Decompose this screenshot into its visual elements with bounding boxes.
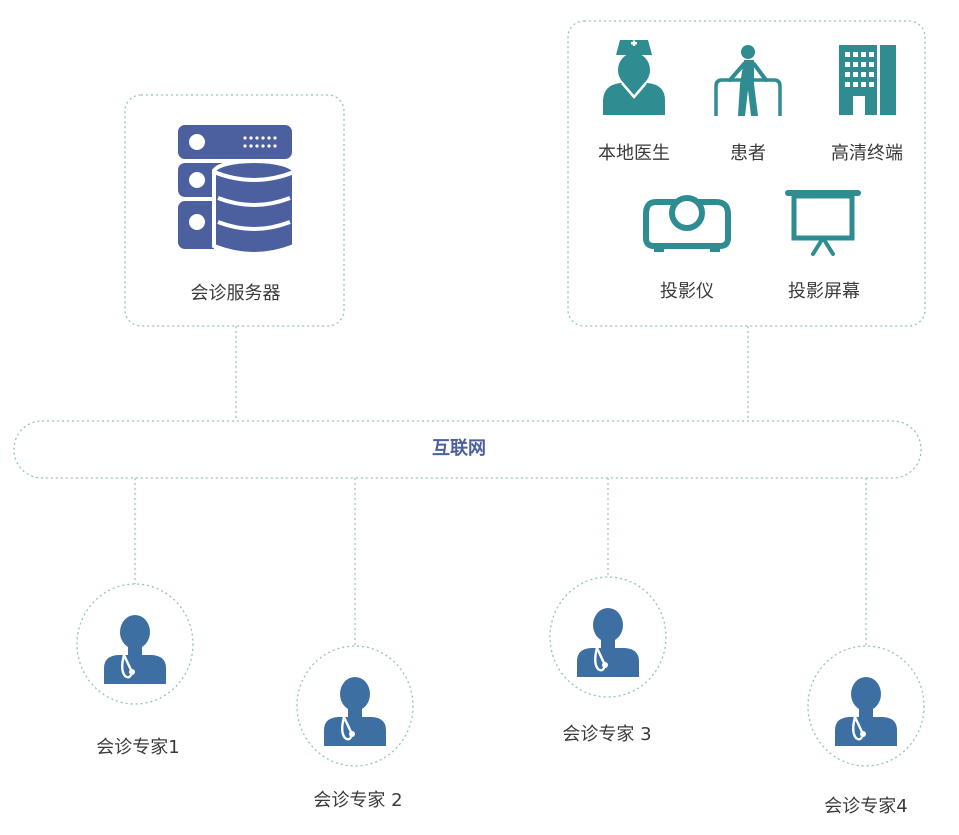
- projector-icon: [643, 195, 731, 252]
- server-node: [124, 94, 345, 327]
- expert-1-label: 会诊专家1: [96, 737, 180, 758]
- projection-screen-icon: [785, 190, 861, 256]
- expert-node-4: [807, 645, 925, 767]
- server-label: 会诊服务器: [190, 283, 281, 304]
- expert-4-label: 会诊专家4: [824, 796, 908, 817]
- projection-screen-label: 投影屏幕: [788, 281, 860, 302]
- expert-2-label: 会诊专家 2: [313, 790, 403, 811]
- patient-label: 患者: [730, 143, 766, 164]
- patient-walker-icon: [714, 45, 782, 116]
- internet-label: 互联网: [432, 438, 486, 459]
- local-doctor-label: 本地医生: [598, 143, 670, 164]
- hd-terminal-label: 高清终端: [831, 143, 903, 164]
- server-database-icon: [178, 125, 296, 256]
- projector-label: 投影仪: [660, 281, 714, 302]
- expert-node-1: [76, 583, 194, 705]
- expert-node-3: [549, 576, 667, 698]
- expert-3-label: 会诊专家 3: [562, 724, 652, 745]
- local-site-node: [567, 20, 926, 327]
- expert-node-2: [296, 645, 414, 767]
- internet-bar: [13, 420, 922, 479]
- hd-terminal-icon: [839, 45, 896, 115]
- connector-lines: [134, 326, 867, 647]
- nurse-doctor-icon: [603, 40, 665, 115]
